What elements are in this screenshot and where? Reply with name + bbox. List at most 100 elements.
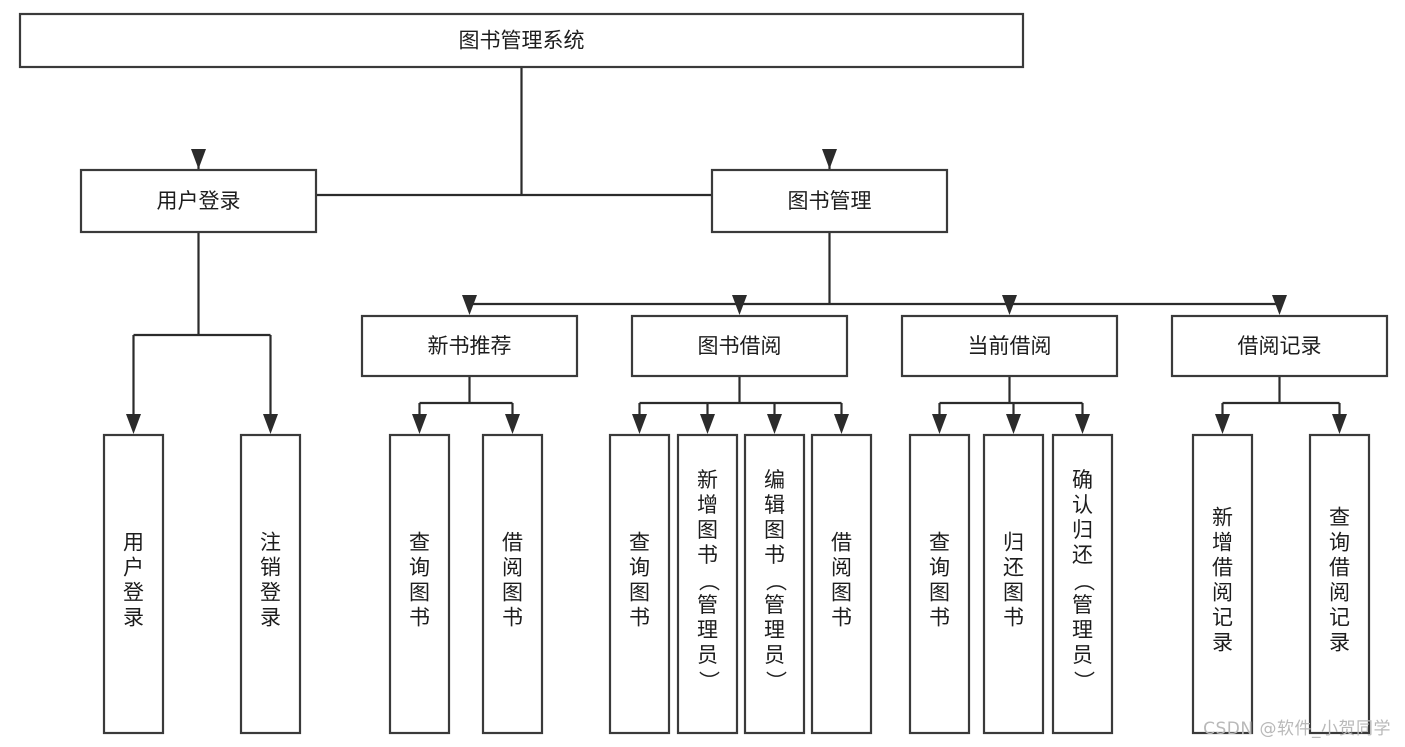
node-label-book-manage: 图书管理 bbox=[788, 189, 872, 213]
node-label-leaf-add-record-char-5: 录 bbox=[1212, 631, 1233, 655]
node-user-login[interactable]: 用户登录 bbox=[79, 168, 318, 234]
node-label-leaf-confirm-return-char-3: 还 bbox=[1072, 543, 1093, 567]
node-label-leaf-user-login-char-0: 用 bbox=[123, 531, 144, 555]
node-label-leaf-edit-book-char-1: 辑 bbox=[764, 493, 785, 517]
node-label-leaf-query-book-1-char-0: 查 bbox=[409, 531, 430, 555]
node-label-leaf-return-book-char-1: 还 bbox=[1003, 556, 1024, 580]
node-box-leaf-query-book-3 bbox=[908, 433, 971, 735]
node-label-leaf-add-book-char-1: 增 bbox=[697, 493, 718, 517]
node-label-leaf-add-book-char-7: 员 bbox=[697, 643, 718, 667]
node-box-leaf-add-book bbox=[676, 433, 739, 735]
node-label-leaf-query-book-3-char-0: 查 bbox=[929, 531, 950, 555]
node-label-leaf-borrow-book-2-char-3: 书 bbox=[831, 606, 852, 630]
node-box-leaf-query-record bbox=[1308, 433, 1371, 735]
node-label-leaf-query-book-1-char-3: 书 bbox=[409, 606, 430, 630]
node-box-book-borrow bbox=[630, 314, 849, 378]
node-borrow-record[interactable]: 借阅记录 bbox=[1170, 314, 1389, 378]
node-label-leaf-borrow-book-1-char-3: 书 bbox=[502, 606, 523, 630]
node-label-leaf-confirm-return-char-5: 管 bbox=[1072, 593, 1093, 617]
node-book-manage[interactable]: 图书管理 bbox=[710, 168, 949, 234]
node-box-current-borrow bbox=[900, 314, 1119, 378]
node-label-leaf-edit-book-char-0: 编 bbox=[764, 468, 785, 492]
node-label-leaf-return-book-char-2: 图 bbox=[1003, 581, 1024, 605]
node-label-leaf-query-book-3-char-3: 书 bbox=[929, 606, 950, 630]
node-box-leaf-query-book-1 bbox=[388, 433, 451, 735]
node-label-leaf-add-record-char-4: 记 bbox=[1212, 606, 1233, 630]
node-box-leaf-query-book-2 bbox=[608, 433, 671, 735]
node-label-leaf-edit-book-char-6: 理 bbox=[764, 618, 785, 642]
node-label-leaf-add-book-char-0: 新 bbox=[697, 468, 718, 492]
node-box-leaf-edit-book bbox=[743, 433, 806, 735]
node-label-leaf-confirm-return-char-0: 确 bbox=[1072, 468, 1093, 492]
node-label-leaf-add-record-char-1: 增 bbox=[1212, 531, 1233, 555]
node-label-leaf-edit-book-char-5: 管 bbox=[764, 593, 785, 617]
node-label-leaf-borrow-book-1-char-1: 阅 bbox=[502, 556, 523, 580]
node-root[interactable]: 图书管理系统 bbox=[18, 12, 1025, 69]
node-label-leaf-borrow-book-2-char-2: 图 bbox=[831, 581, 852, 605]
node-box-new-book-recommend bbox=[360, 314, 579, 378]
watermark: CSDN @软件_小贺同学 bbox=[1203, 719, 1391, 739]
node-label-leaf-logout-char-2: 登 bbox=[260, 581, 281, 605]
node-label-root: 图书管理系统 bbox=[459, 29, 585, 53]
node-label-leaf-confirm-return-char-7: 员 bbox=[1072, 643, 1093, 667]
node-label-leaf-add-book-char-4: （ bbox=[697, 571, 721, 592]
node-label-borrow-record: 借阅记录 bbox=[1238, 334, 1322, 358]
node-label-leaf-edit-book-char-3: 书 bbox=[764, 543, 785, 567]
node-box-leaf-add-record bbox=[1191, 433, 1254, 735]
node-current-borrow[interactable]: 当前借阅 bbox=[900, 314, 1119, 378]
node-label-leaf-confirm-return-char-2: 归 bbox=[1072, 518, 1093, 542]
node-leaf-user-login[interactable]: 用户登录 bbox=[102, 433, 165, 735]
node-label-leaf-add-book-char-3: 书 bbox=[697, 543, 718, 567]
node-label-current-borrow: 当前借阅 bbox=[968, 334, 1052, 358]
node-label-leaf-add-book-char-8: ） bbox=[697, 671, 721, 692]
node-box-book-manage bbox=[710, 168, 949, 234]
node-label-leaf-query-record-char-0: 查 bbox=[1329, 506, 1350, 530]
node-label-leaf-confirm-return-char-8: ） bbox=[1072, 671, 1096, 692]
node-label-leaf-query-book-2-char-3: 书 bbox=[629, 606, 650, 630]
node-label-leaf-add-record-char-2: 借 bbox=[1212, 556, 1233, 580]
node-label-leaf-borrow-book-1-char-0: 借 bbox=[502, 531, 523, 555]
node-box-root bbox=[18, 12, 1025, 69]
node-new-book-recommend[interactable]: 新书推荐 bbox=[360, 314, 579, 378]
node-label-leaf-return-book-char-0: 归 bbox=[1003, 531, 1024, 555]
node-label-leaf-edit-book-char-2: 图 bbox=[764, 518, 785, 542]
node-box-leaf-borrow-book-2 bbox=[810, 433, 873, 735]
node-label-leaf-add-book-char-6: 理 bbox=[697, 618, 718, 642]
node-box-leaf-user-login bbox=[102, 433, 165, 735]
node-label-leaf-query-book-1-char-1: 询 bbox=[409, 556, 430, 580]
node-label-leaf-add-record-char-3: 阅 bbox=[1212, 581, 1233, 605]
node-label-leaf-user-login-char-2: 登 bbox=[123, 581, 144, 605]
node-label-leaf-add-book-char-5: 管 bbox=[697, 593, 718, 617]
node-label-leaf-add-book-char-2: 图 bbox=[697, 518, 718, 542]
edges-layer bbox=[126, 67, 1347, 434]
node-label-leaf-edit-book-char-8: ） bbox=[764, 671, 788, 692]
node-label-leaf-confirm-return-char-6: 理 bbox=[1072, 618, 1093, 642]
node-book-borrow[interactable]: 图书借阅 bbox=[630, 314, 849, 378]
nodes-layer: 图书管理系统用户登录图书管理新书推荐图书借阅当前借阅借阅记录用户登录注销登录查询… bbox=[18, 12, 1389, 735]
node-box-user-login bbox=[79, 168, 318, 234]
node-label-leaf-confirm-return-char-1: 认 bbox=[1072, 493, 1093, 517]
node-label-leaf-query-record-char-4: 记 bbox=[1329, 606, 1350, 630]
node-label-user-login: 用户登录 bbox=[157, 189, 241, 213]
node-box-borrow-record bbox=[1170, 314, 1389, 378]
node-box-leaf-logout bbox=[239, 433, 302, 735]
node-label-leaf-query-book-1-char-2: 图 bbox=[409, 581, 430, 605]
node-label-leaf-user-login-char-3: 录 bbox=[123, 606, 144, 630]
node-label-leaf-query-book-2-char-1: 询 bbox=[629, 556, 650, 580]
node-label-book-borrow: 图书借阅 bbox=[698, 334, 782, 358]
node-label-leaf-edit-book-char-4: （ bbox=[764, 571, 788, 592]
